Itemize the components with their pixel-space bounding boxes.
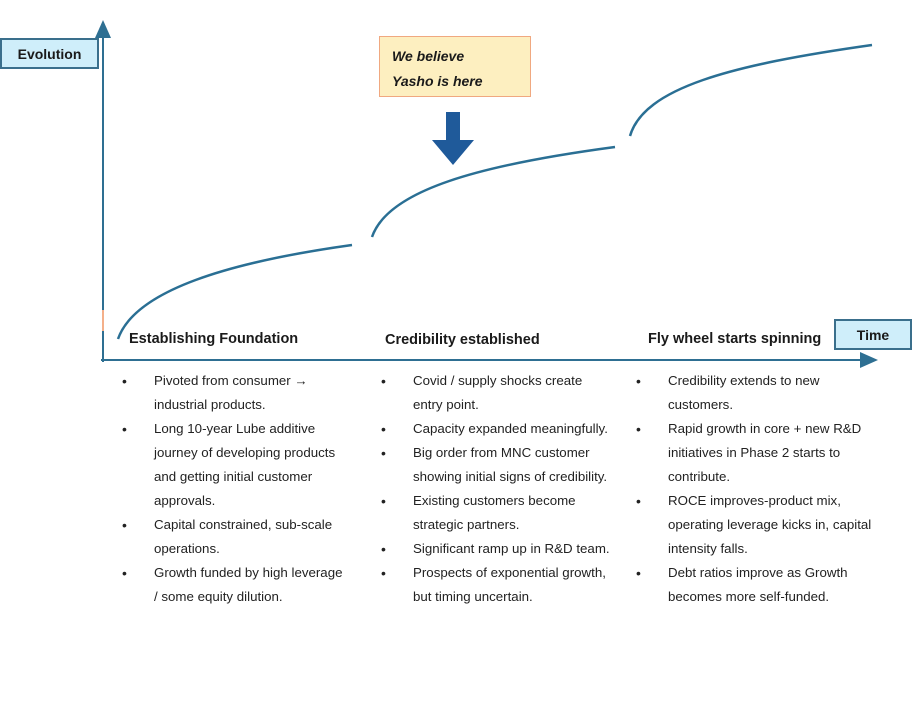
y-axis-label: Evolution [0, 38, 99, 69]
bullet-item: Capital constrained, sub-scale operation… [122, 513, 348, 561]
bullet-item: Significant ramp up in R&D team. [381, 537, 611, 561]
current-position-callout: We believe Yasho is here [379, 36, 531, 97]
bullet-item: Growth funded by high leverage / some eq… [122, 561, 348, 609]
phase-1-bullets: Covid / supply shocks create entry point… [381, 369, 611, 609]
bullet-item: Long 10-year Lube additive journey of de… [122, 417, 348, 513]
curve-phase-1 [116, 243, 353, 340]
down-arrow-icon [432, 112, 474, 165]
bullet-item: Big order from MNC customer showing init… [381, 441, 611, 489]
phase-title-establishing-foundation: Establishing Foundation [129, 331, 299, 347]
phase-title-fly-wheel: Fly wheel starts spinning [648, 331, 822, 347]
bullet-item: Capacity expanded meaningfully. [381, 417, 611, 441]
phase-0-bullets: Pivoted from consumer → industrial produ… [122, 369, 348, 609]
bullet-item: Covid / supply shocks create entry point… [381, 369, 611, 417]
curve-phase-3 [628, 43, 873, 137]
bullet-item: Pivoted from consumer → industrial produ… [122, 369, 348, 417]
callout-line-2: Yasho is here [392, 73, 483, 89]
callout-line-1: We believe [392, 48, 465, 64]
phase-title-credibility-established: Credibility established [385, 332, 540, 348]
bullet-item: Rapid growth in core + new R&D initiativ… [636, 417, 872, 489]
bullet-item: ROCE improves-product mix, operating lev… [636, 489, 872, 561]
phase-2-bullets: Credibility extends to new customers. Ra… [636, 369, 872, 609]
bullet-item: Existing customers become strategic part… [381, 489, 611, 537]
bullet-item: Credibility extends to new customers. [636, 369, 872, 417]
curve-phase-2 [370, 145, 616, 238]
bullet-item: Prospects of exponential growth, but tim… [381, 561, 611, 609]
bullet-item: Debt ratios improve as Growth becomes mo… [636, 561, 872, 609]
x-axis-label: Time [834, 319, 912, 350]
